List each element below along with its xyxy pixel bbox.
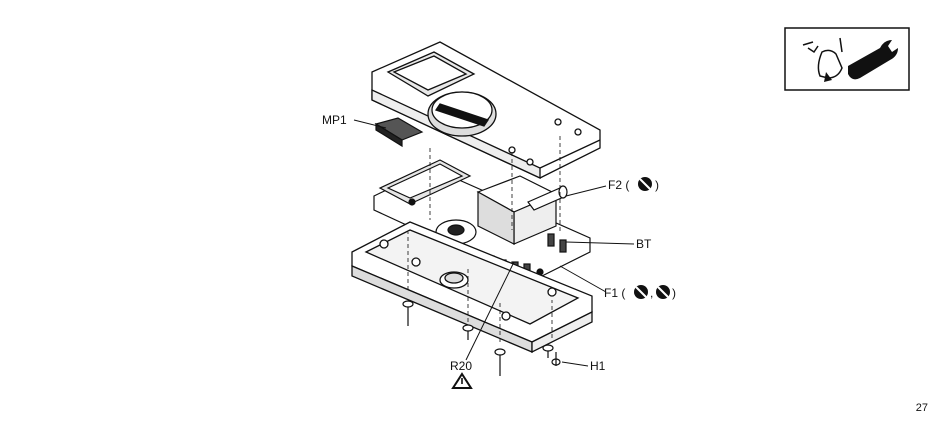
warning-triangle-icon — [453, 374, 471, 388]
label-f1-separator: , — [650, 286, 653, 300]
label-r20: R20 — [450, 359, 472, 373]
top-cover — [372, 42, 600, 178]
label-h1: H1 — [590, 359, 606, 373]
label-bt: BT — [636, 237, 652, 251]
service-wrench-icon — [785, 28, 909, 90]
label-f1: F1 ( — [604, 286, 625, 300]
page-number: 27 — [916, 402, 928, 414]
no-symbol-icon — [638, 177, 652, 191]
label-f2: F2 ( — [608, 178, 629, 192]
no-symbol-icon — [656, 285, 670, 299]
mp1-part — [376, 118, 422, 146]
label-f2-close: ) — [655, 178, 659, 192]
label-f1-close: ) — [672, 286, 676, 300]
no-symbol-icon — [634, 285, 648, 299]
label-mp1: MP1 — [322, 113, 347, 127]
